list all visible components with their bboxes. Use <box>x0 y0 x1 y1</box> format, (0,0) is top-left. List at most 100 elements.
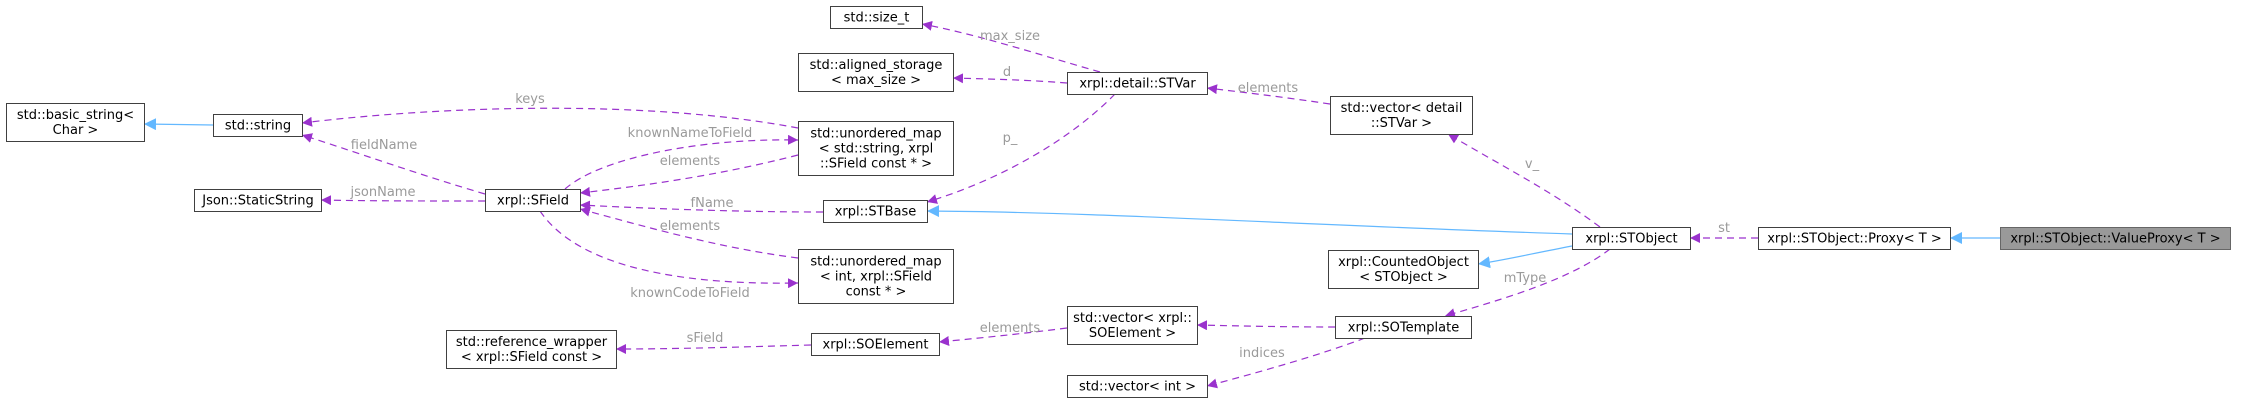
node-umap-string[interactable]: std::unordered_map< std::string, xrpl::S… <box>798 121 954 176</box>
edge-label-known-code: knownCodeToField <box>630 286 750 301</box>
edge-label-elements-soelement: elements <box>980 321 1041 336</box>
node-label: < std::string, xrpl <box>819 142 933 157</box>
edge-label-st: st <box>1718 221 1730 236</box>
node-string[interactable]: std::string <box>213 114 303 137</box>
node-label: std::basic_string< <box>17 108 134 123</box>
node-basic-string[interactable]: std::basic_string<Char > <box>6 103 145 142</box>
node-proxy[interactable]: xrpl::STObject::Proxy< T > <box>1758 227 1951 250</box>
node-umap-int[interactable]: std::unordered_map< int, xrpl::SFieldcon… <box>798 249 954 304</box>
edge-umapstr-sfield <box>564 134 799 190</box>
edge-label-max-size: max_size <box>980 29 1040 44</box>
edge-static-sfield <box>320 195 486 206</box>
node-box <box>213 114 303 137</box>
node-box <box>798 121 954 176</box>
node-box <box>2000 227 2231 250</box>
node-label: std::vector< int > <box>1079 380 1196 395</box>
edge-sfield-stbase <box>579 200 824 213</box>
node-label: xrpl::SOElement <box>823 338 929 353</box>
edge-sotemplate-stobj <box>1444 248 1611 319</box>
node-label: xrpl::STBase <box>835 205 917 220</box>
node-label: < STObject > <box>1359 270 1448 285</box>
node-static-string[interactable]: Json::StaticString <box>194 189 322 212</box>
edge-vstvar-stobj <box>1447 133 1601 228</box>
node-label: xrpl::detail::STVar <box>1079 77 1196 92</box>
node-label: std::vector< detail <box>1341 101 1463 116</box>
edge-vsoel-sotemplate <box>1196 320 1336 331</box>
edge-label-fieldname: fieldName <box>351 138 417 153</box>
node-box <box>485 189 581 212</box>
node-box <box>798 249 954 304</box>
node-box <box>1758 227 1951 250</box>
node-box <box>798 53 954 92</box>
node-counted-object[interactable]: xrpl::CountedObject< STObject > <box>1328 250 1479 289</box>
node-box <box>1328 250 1479 289</box>
node-stbase[interactable]: xrpl::STBase <box>823 200 928 223</box>
edge-label-mtype: mType <box>1504 271 1547 286</box>
node-box <box>1572 227 1691 250</box>
node-box <box>194 189 322 212</box>
node-box <box>830 6 923 29</box>
node-label: < xrpl::SField const > <box>461 350 602 365</box>
edge-sfield-umapstr <box>579 154 799 197</box>
edge-stvar-vstvar <box>1206 84 1331 105</box>
node-vector-soelement[interactable]: std::vector< xrpl::SOElement > <box>1067 306 1198 345</box>
node-box <box>823 200 928 223</box>
node-label: SOElement > <box>1089 326 1176 341</box>
node-label: ::SField const * > <box>820 157 932 172</box>
node-vector-stvar[interactable]: std::vector< detail::STVar > <box>1330 96 1473 135</box>
node-reference-wrapper[interactable]: std::reference_wrapper< xrpl::SField con… <box>446 330 617 369</box>
edge-label-p: p_ <box>1003 131 1018 146</box>
node-label: std::vector< xrpl:: <box>1073 311 1192 326</box>
node-label: < int, xrpl::SField <box>820 270 932 285</box>
edge-label-indices: indices <box>1239 346 1285 361</box>
node-box <box>1067 72 1208 95</box>
node-label: < max_size > <box>831 73 921 88</box>
node-stobject[interactable]: xrpl::STObject <box>1572 227 1691 250</box>
node-label: std::reference_wrapper <box>456 335 608 350</box>
node-box <box>6 103 145 142</box>
node-box <box>446 330 617 369</box>
node-sfield[interactable]: xrpl::SField <box>485 189 581 212</box>
node-box <box>1335 316 1472 339</box>
edge-label-elements-umap-int: elements <box>660 219 721 234</box>
edge-label-elements-stvar: elements <box>1238 81 1299 96</box>
node-label: std::unordered_map <box>810 127 941 142</box>
node-stvar[interactable]: xrpl::detail::STVar <box>1067 72 1208 95</box>
edge-sfield-umapint <box>579 206 799 259</box>
node-size-t[interactable]: std::size_t <box>830 6 923 29</box>
edge-stbase-stvar <box>926 93 1116 204</box>
edge-stbase-stobj <box>926 205 1573 235</box>
node-soelement[interactable]: xrpl::SOElement <box>811 333 940 356</box>
node-box <box>1330 96 1473 135</box>
edge-label-fname: fName <box>691 196 734 211</box>
edge-basic-string <box>143 118 214 131</box>
edge-soel-vsoel <box>938 327 1068 347</box>
node-label: std::aligned_storage <box>810 58 943 73</box>
edge-label-keys: keys <box>515 92 545 107</box>
edge-label-jsonname: jsonName <box>350 185 416 200</box>
node-label: Json::StaticString <box>201 194 314 209</box>
edge-string-sfield <box>301 133 486 195</box>
node-label: const * > <box>846 285 907 300</box>
node-vector-int[interactable]: std::vector< int > <box>1067 375 1208 398</box>
edge-umapint-sfield <box>539 210 799 289</box>
node-label: xrpl::STObject <box>1585 232 1677 247</box>
edge-label-v: v_ <box>1525 157 1540 172</box>
node-label: ::STVar > <box>1371 116 1432 131</box>
node-label: xrpl::STObject::ValueProxy< T > <box>2010 232 2220 247</box>
node-label: Char > <box>53 123 99 138</box>
edge-vint-sotemplate <box>1206 337 1366 389</box>
edge-counted-stobj <box>1477 245 1573 269</box>
node-box <box>811 333 940 356</box>
edge-label-d: d <box>1003 65 1011 80</box>
node-value-proxy[interactable]: xrpl::STObject::ValueProxy< T > <box>2000 227 2231 250</box>
node-label: xrpl::STObject::Proxy< T > <box>1767 232 1942 247</box>
edge-label-elements-umap-string: elements <box>660 154 721 169</box>
edge-aligned-stvar <box>952 73 1068 84</box>
edge-string-umapstr <box>301 107 799 129</box>
node-label: std::size_t <box>844 11 910 26</box>
edge-label-known-name: knownNameToField <box>628 126 753 141</box>
node-sotemplate[interactable]: xrpl::SOTemplate <box>1335 316 1472 339</box>
node-aligned-storage[interactable]: std::aligned_storage< max_size > <box>798 53 954 92</box>
